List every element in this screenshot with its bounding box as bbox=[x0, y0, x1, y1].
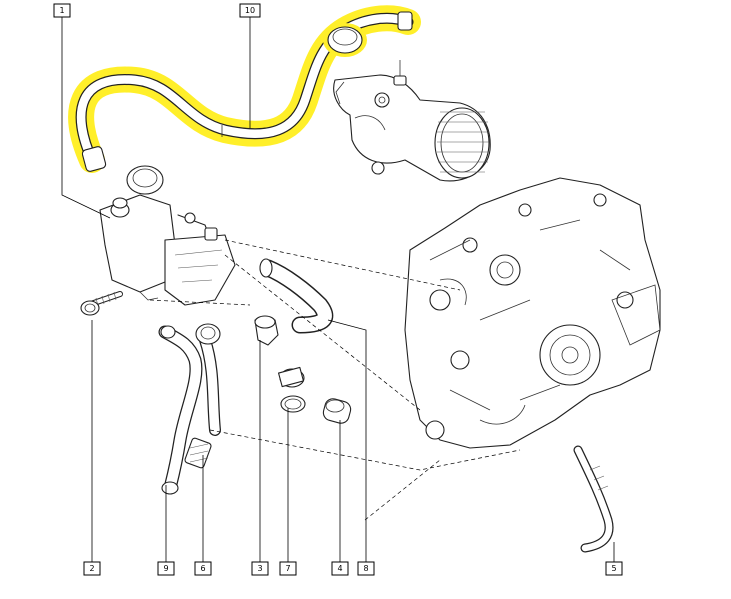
seal-ring[interactable] bbox=[278, 366, 306, 413]
callout-9-label: 9 bbox=[163, 564, 168, 573]
callout-2: 2 bbox=[83, 561, 101, 576]
engine-block bbox=[404, 177, 661, 449]
callout-4-label: 4 bbox=[337, 564, 342, 573]
oil-separator[interactable] bbox=[99, 165, 236, 306]
middle-hose[interactable] bbox=[259, 258, 334, 334]
callout-8-label: 8 bbox=[363, 564, 368, 573]
hose-fitting[interactable] bbox=[184, 437, 212, 469]
leader-lines bbox=[61, 16, 615, 562]
air-intake-assembly bbox=[333, 60, 491, 182]
lower-hose[interactable] bbox=[158, 323, 221, 495]
callout-10-label: 10 bbox=[245, 6, 255, 15]
callout-1-label: 1 bbox=[59, 6, 64, 15]
callout-3-label: 3 bbox=[257, 564, 262, 573]
elbow-fitting[interactable] bbox=[254, 315, 279, 346]
bushing[interactable] bbox=[322, 397, 353, 425]
callout-4: 4 bbox=[331, 561, 349, 576]
callout-2-label: 2 bbox=[89, 564, 94, 573]
callout-9: 9 bbox=[157, 561, 175, 576]
callout-7: 7 bbox=[279, 561, 297, 576]
callout-1: 1 bbox=[53, 3, 71, 18]
callout-5: 5 bbox=[605, 561, 623, 576]
bolt[interactable] bbox=[80, 291, 123, 316]
callout-6: 6 bbox=[194, 561, 212, 576]
callout-8: 8 bbox=[357, 561, 375, 576]
callout-7-label: 7 bbox=[285, 564, 290, 573]
reference-lines bbox=[149, 239, 521, 521]
callout-6-label: 6 bbox=[200, 564, 205, 573]
highlighted-hose[interactable] bbox=[68, 5, 421, 173]
callout-10: 10 bbox=[239, 3, 261, 18]
callout-5-label: 5 bbox=[611, 564, 616, 573]
dipstick-tube[interactable] bbox=[573, 445, 614, 553]
callout-3: 3 bbox=[251, 561, 269, 576]
